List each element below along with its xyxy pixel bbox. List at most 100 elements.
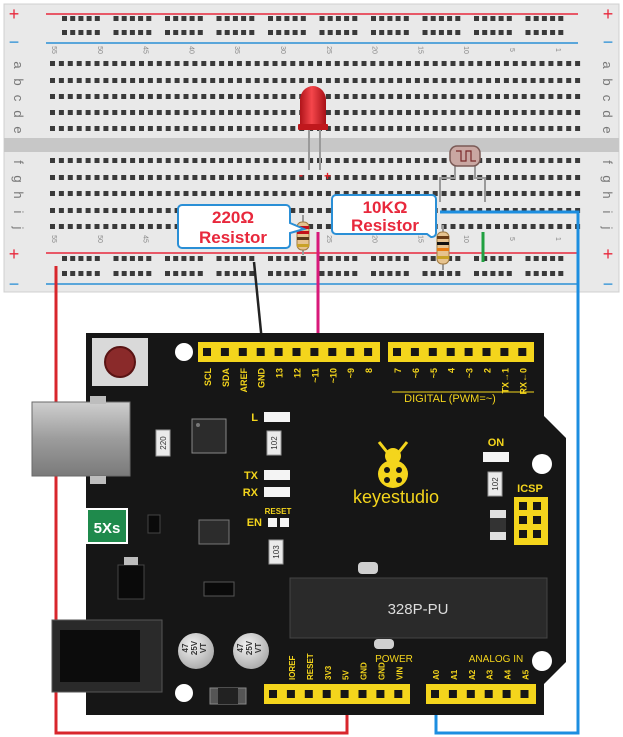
breadboard-hole: [192, 110, 198, 115]
header-pin[interactable]: [428, 348, 437, 356]
header-pin[interactable]: [340, 690, 349, 698]
header-pin[interactable]: [203, 348, 211, 356]
logo-body: [378, 460, 408, 488]
rail-hole: [490, 256, 496, 261]
header-pin[interactable]: [364, 348, 373, 356]
column-number: 25: [325, 235, 332, 243]
breadboard-hole: [174, 158, 180, 163]
breadboard-hole: [539, 158, 545, 163]
header-pin[interactable]: [520, 690, 529, 698]
breadboard-hole: [210, 126, 216, 131]
rail-hole: [379, 16, 385, 21]
breadboard-hole: [272, 126, 278, 131]
rail-hole: [558, 30, 564, 35]
breadboard-hole: [201, 158, 207, 163]
rail-hole: [232, 271, 238, 276]
header-pin[interactable]: [269, 690, 277, 698]
rail-hole: [165, 30, 170, 35]
resistor-10k: [436, 225, 450, 270]
breadboard-hole: [450, 191, 456, 196]
breadboard-hole: [272, 94, 278, 99]
pin-label: 13: [275, 368, 285, 378]
rail-minus-bottom-right: −: [603, 274, 614, 294]
breadboard-hole: [299, 175, 305, 180]
rail-hole: [146, 271, 152, 276]
header-pin[interactable]: [358, 690, 367, 698]
breadboard-hole: [308, 61, 314, 66]
breadboard-hole: [236, 78, 242, 83]
rail-hole: [268, 256, 273, 261]
rail-hole: [113, 271, 119, 276]
header-pin[interactable]: [410, 348, 419, 356]
breadboard-hole: [147, 158, 153, 163]
rail-hole: [403, 271, 409, 276]
breadboard-hole: [566, 158, 572, 163]
breadboard-hole: [468, 126, 474, 131]
reset-button[interactable]: [104, 346, 136, 378]
breadboard-hole: [183, 158, 189, 163]
header-pin[interactable]: [484, 690, 493, 698]
header-pin[interactable]: [274, 348, 283, 356]
breadboard-hole: [174, 175, 180, 180]
breadboard-hole: [317, 61, 322, 66]
header-pin[interactable]: [502, 690, 511, 698]
header-pin[interactable]: [292, 348, 301, 356]
header-pin[interactable]: [466, 690, 475, 698]
rail-hole: [403, 16, 409, 21]
breadboard-hole: [486, 126, 492, 131]
header-pin[interactable]: [286, 690, 295, 698]
header-pin[interactable]: [482, 348, 491, 356]
photoresistor: [439, 145, 486, 202]
breadboard-hole: [228, 78, 233, 83]
breadboard-hole: [361, 61, 367, 66]
breadboard-hole: [272, 158, 278, 163]
breadboard-hole: [468, 94, 474, 99]
breadboard-hole: [121, 191, 127, 196]
header-pin[interactable]: [238, 348, 247, 356]
header-pin[interactable]: [446, 348, 455, 356]
breadboard-hole: [85, 61, 91, 66]
capacitor-1-text-1: 47: [181, 643, 190, 652]
header-pin[interactable]: [518, 348, 527, 356]
pin-label: SCL: [203, 367, 213, 386]
breadboard-hole: [299, 158, 305, 163]
breadboard-hole: [290, 110, 296, 115]
smd-resistor-102-b: [487, 471, 503, 497]
header-pin[interactable]: [376, 690, 385, 698]
breadboard-hole: [486, 158, 492, 163]
header-pin[interactable]: [310, 348, 319, 356]
header-pin[interactable]: [304, 690, 313, 698]
breadboard-hole: [352, 94, 358, 99]
breadboard-hole: [103, 94, 109, 99]
breadboard-hole: [254, 110, 260, 115]
header-pin[interactable]: [448, 690, 457, 698]
header-pin[interactable]: [394, 690, 403, 698]
header-pin[interactable]: [393, 348, 401, 356]
breadboard-hole: [361, 78, 367, 83]
header-pin[interactable]: [431, 690, 439, 698]
breadboard-hole: [388, 126, 394, 131]
breadboard-hole: [272, 78, 278, 83]
header-pin[interactable]: [500, 348, 509, 356]
header-pin[interactable]: [220, 348, 229, 356]
breadboard-hole: [548, 78, 554, 83]
header-pin[interactable]: [328, 348, 337, 356]
rail-hole: [498, 16, 504, 21]
crystal-cap: [374, 639, 394, 649]
header-pin[interactable]: [256, 348, 265, 356]
rail-hole: [550, 16, 556, 21]
header-pin[interactable]: [464, 348, 473, 356]
row-letter: c: [600, 95, 615, 102]
breadboard-hole: [85, 110, 91, 115]
rail-hole: [121, 271, 127, 276]
breadboard-hole: [512, 191, 518, 196]
header-pin[interactable]: [346, 348, 355, 356]
breadboard-hole: [530, 61, 536, 66]
header-pin[interactable]: [322, 690, 331, 698]
analog-header: [426, 684, 536, 704]
rail-hole: [438, 271, 444, 276]
breadboard-hole: [334, 191, 340, 196]
breadboard-hole: [50, 94, 55, 99]
rail-hole: [224, 30, 230, 35]
